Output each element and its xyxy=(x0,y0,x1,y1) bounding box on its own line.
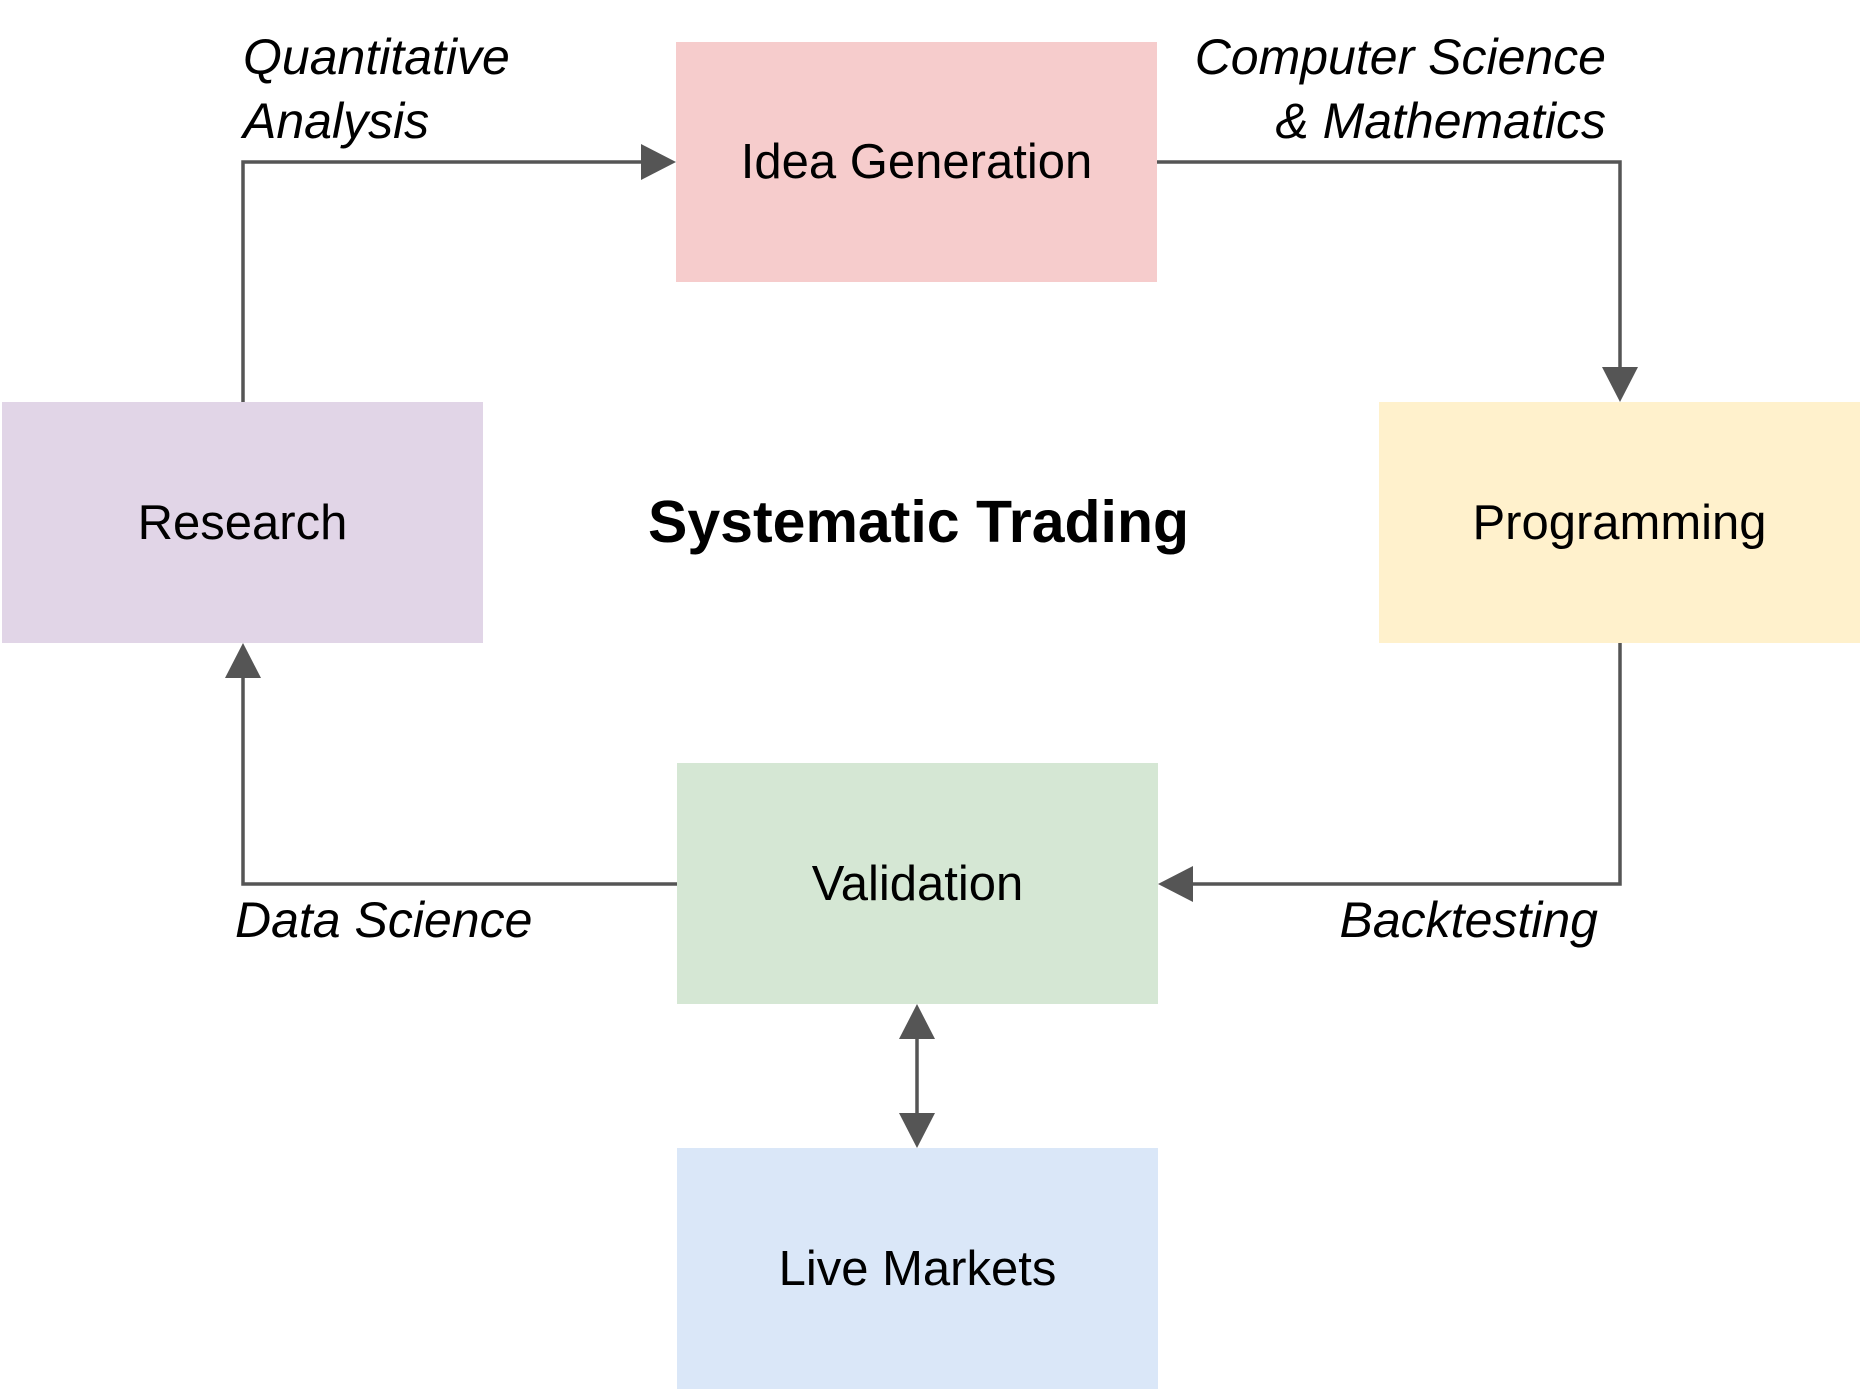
arrowhead-validation-top xyxy=(899,1004,935,1039)
edge-label-computer-science-mathematics: Computer Science & Mathematics xyxy=(1195,25,1606,153)
node-programming: Programming xyxy=(1379,402,1860,643)
arrowhead-validation xyxy=(1158,866,1193,902)
edge-label-data-science: Data Science xyxy=(235,888,532,952)
connector-idea-to-programming xyxy=(1157,160,1622,367)
node-validation: Validation xyxy=(677,763,1158,1004)
node-research-label: Research xyxy=(137,495,348,550)
node-idea-generation: Idea Generation xyxy=(676,42,1157,282)
edge-label-backtesting-text: Backtesting xyxy=(1339,892,1598,948)
edge-label-quantitative-analysis: Quantitative Analysis xyxy=(243,25,510,153)
node-live-markets-label: Live Markets xyxy=(778,1241,1057,1296)
connector-programming-to-validation xyxy=(1193,643,1622,886)
edge-label-computer-science-line1: Computer Science xyxy=(1194,29,1606,85)
node-programming-label: Programming xyxy=(1472,495,1767,550)
node-live-markets: Live Markets xyxy=(677,1148,1158,1389)
edge-label-backtesting: Backtesting xyxy=(1340,888,1598,952)
arrowhead-idea-generation xyxy=(641,144,676,180)
connector-research-to-idea xyxy=(241,160,641,402)
edge-label-computer-science-line2: & Mathematics xyxy=(1275,93,1606,149)
edge-label-quantitative-analysis-line2: Analysis xyxy=(243,93,430,149)
node-validation-label: Validation xyxy=(811,856,1024,911)
diagram-title: Systematic Trading xyxy=(648,489,1190,555)
node-idea-generation-label: Idea Generation xyxy=(740,135,1093,189)
arrowhead-live-markets xyxy=(899,1113,935,1148)
connector-validation-to-research xyxy=(241,678,677,886)
edge-label-quantitative-analysis-line1: Quantitative xyxy=(243,29,510,85)
arrowhead-research xyxy=(225,643,261,678)
edge-label-data-science-text: Data Science xyxy=(235,892,533,948)
arrowhead-programming xyxy=(1602,367,1638,402)
node-research: Research xyxy=(2,402,483,643)
